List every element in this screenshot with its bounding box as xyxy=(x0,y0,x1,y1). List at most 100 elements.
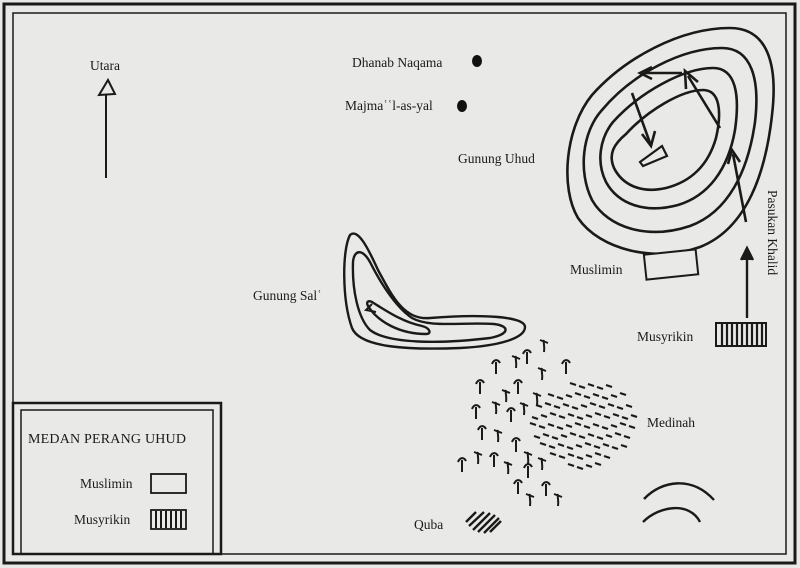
house-mark xyxy=(589,401,597,407)
house-mark xyxy=(593,444,601,450)
house-mark xyxy=(544,401,552,407)
label-pasukan-khalid: Pasukan Khalid xyxy=(765,190,780,276)
legend-box xyxy=(11,401,223,556)
palm-icon xyxy=(506,407,516,422)
house-mark xyxy=(556,395,564,401)
house-mark xyxy=(585,453,593,459)
house-mark xyxy=(594,451,602,457)
palm-icon xyxy=(523,463,533,478)
house-mark xyxy=(616,405,624,411)
palm-icon xyxy=(513,479,523,494)
palm-icon xyxy=(471,404,481,419)
musyrikin-position xyxy=(715,322,767,347)
inner-border xyxy=(12,12,787,555)
house-mark xyxy=(583,424,591,430)
house-mark xyxy=(565,393,573,399)
north-arrow-icon xyxy=(97,77,117,178)
house-mark xyxy=(539,441,547,447)
house-mark xyxy=(529,421,537,427)
palm-icon xyxy=(519,402,529,416)
house-mark xyxy=(625,403,633,409)
house-mark xyxy=(630,413,638,419)
palm-icon xyxy=(541,481,551,496)
majma-dot xyxy=(457,100,467,112)
house-mark xyxy=(556,425,564,431)
house-mark xyxy=(576,455,584,461)
legend-title: MEDAN PERANG UHUD xyxy=(28,432,187,447)
palm-icon xyxy=(532,392,542,406)
north-label: Utara xyxy=(90,58,120,73)
house-mark xyxy=(594,461,602,467)
house-mark xyxy=(531,415,539,421)
house-mark xyxy=(569,381,577,387)
house-mark xyxy=(620,443,628,449)
house-mark xyxy=(601,395,609,401)
palm-icon xyxy=(537,457,547,471)
house-mark xyxy=(540,413,548,419)
house-mark xyxy=(592,422,600,428)
palm-icon xyxy=(561,359,571,374)
palm-icon xyxy=(537,367,547,381)
house-mark xyxy=(607,402,615,408)
label-quba: Quba xyxy=(414,517,444,532)
house-mark xyxy=(592,392,600,398)
house-mark xyxy=(603,454,611,460)
house-mark xyxy=(578,434,586,440)
house-mark xyxy=(567,412,575,418)
house-mark xyxy=(598,404,606,410)
label-gunung-sal: Gunung Salʿ xyxy=(253,288,322,303)
label-musyrikin: Musyrikin xyxy=(637,329,694,344)
house-mark xyxy=(576,465,584,471)
house-mark xyxy=(612,412,620,418)
palm-icon xyxy=(553,493,563,507)
house-mark xyxy=(533,434,541,440)
house-mark xyxy=(558,454,566,460)
house-mark xyxy=(596,385,604,391)
house-mark xyxy=(557,442,565,448)
house-mark xyxy=(547,392,555,398)
house-mark xyxy=(585,463,593,469)
house-mark xyxy=(549,411,557,417)
house-mark xyxy=(574,421,582,427)
label-gunung-uhud: Gunung Uhud xyxy=(458,151,535,166)
house-mark xyxy=(619,421,627,427)
palm-icon xyxy=(473,451,483,465)
house-mark xyxy=(569,431,577,437)
muslimin-position xyxy=(642,248,700,281)
house-mark xyxy=(619,391,627,397)
palm-grove-icons xyxy=(457,339,571,507)
small-hill-icon xyxy=(642,482,715,523)
label-muslimin: Muslimin xyxy=(570,262,623,277)
house-mark xyxy=(596,435,604,441)
house-mark xyxy=(587,382,595,388)
legend-muslimin-label: Muslimin xyxy=(80,476,133,491)
dhanab-naqama-dot xyxy=(472,55,482,67)
quba-marker xyxy=(465,511,502,534)
house-mark xyxy=(610,393,618,399)
house-mark xyxy=(623,434,631,440)
palm-icon xyxy=(525,493,535,507)
house-mark xyxy=(587,432,595,438)
house-mark xyxy=(547,422,555,428)
palm-icon xyxy=(457,457,467,472)
house-mark xyxy=(558,414,566,420)
house-mark xyxy=(578,384,586,390)
palm-icon xyxy=(511,355,521,369)
palm-icon xyxy=(491,359,501,374)
house-mark xyxy=(605,383,613,389)
house-mark xyxy=(603,414,611,420)
khalid-arrow xyxy=(739,245,755,318)
house-mark xyxy=(560,433,568,439)
house-mark xyxy=(549,451,557,457)
house-mark xyxy=(571,405,579,411)
house-mark xyxy=(602,442,610,448)
house-mark xyxy=(562,402,570,408)
house-mark xyxy=(610,423,618,429)
palm-icon xyxy=(493,429,503,443)
gunung-uhud-contours xyxy=(566,26,775,256)
palm-icon xyxy=(489,452,499,467)
palm-icon xyxy=(491,401,501,415)
house-mark xyxy=(567,452,575,458)
